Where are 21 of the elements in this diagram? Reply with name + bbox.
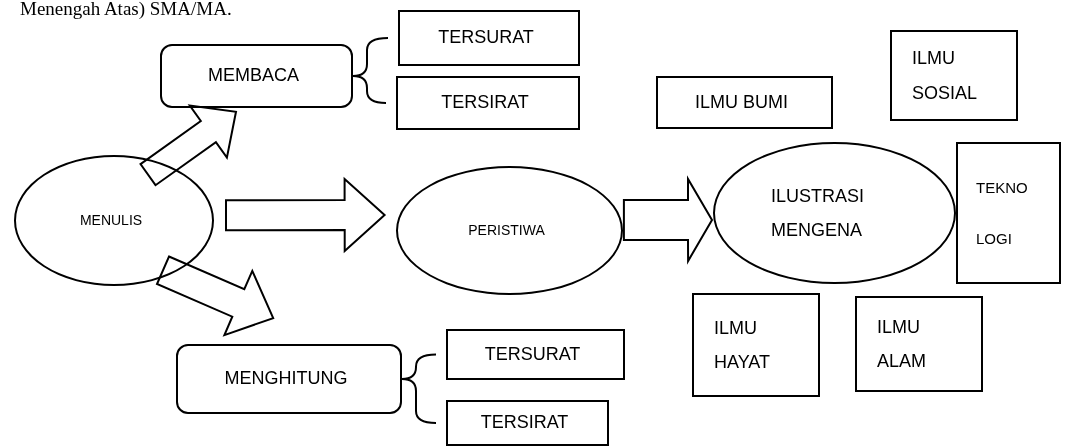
text-box: ILMU BUMI [656,76,833,129]
text-box: TEKNO LOGI [956,142,1061,284]
rounded-box: MENGHITUNG [176,344,402,414]
block-arrow [225,176,387,254]
text-box: TERSIRAT [446,400,609,446]
curly-brace [352,75,387,104]
heading-text: Menengah Atas) SMA/MA. [20,0,232,20]
rounded-box: MEMBACA [160,44,353,108]
text-box: TERSURAT [398,10,580,66]
text-box: TERSURAT [446,329,625,380]
text-box: TERSIRAT [396,76,580,130]
block-arrow [622,175,714,265]
text-box: ILMU SOSIAL [890,30,1018,121]
ellipse-node: MENULIS [14,155,214,286]
curly-brace [401,378,437,424]
ellipse-node: ILUSTRASI MENGENA [713,142,956,284]
block-arrow [155,255,275,337]
block-arrow [139,104,238,187]
ellipse-node: PERISTIWA [396,166,623,295]
text-box: ILMU ALAM [855,296,983,392]
text-box: ILMU HAYAT [692,293,820,397]
